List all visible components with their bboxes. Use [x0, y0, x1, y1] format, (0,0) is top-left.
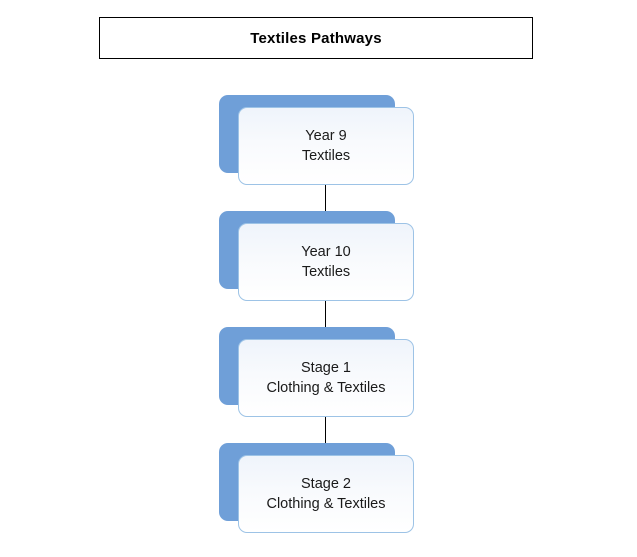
node-label-line2: Textiles — [301, 264, 351, 280]
connector-line-3 — [325, 417, 326, 445]
flow-node-year-10-textiles[interactable]: Year 10 Textiles — [219, 211, 414, 301]
node-card: Stage 2 Clothing & Textiles — [238, 455, 414, 533]
node-label-line1: Stage 1 — [301, 360, 351, 376]
connector-line-2 — [325, 301, 326, 329]
page-title: Textiles Pathways — [250, 29, 382, 47]
node-label-line1: Year 10 — [301, 244, 351, 260]
node-label-line2: Clothing & Textiles — [266, 496, 386, 512]
node-label-line1: Year 9 — [305, 128, 347, 144]
node-card: Stage 1 Clothing & Textiles — [238, 339, 414, 417]
node-label-line2: Textiles — [301, 148, 351, 164]
flow-node-stage-2-clothing-textiles[interactable]: Stage 2 Clothing & Textiles — [219, 443, 414, 533]
connector-line-1 — [325, 185, 326, 213]
diagram-title-box: Textiles Pathways — [99, 17, 533, 59]
flow-node-year-9-textiles[interactable]: Year 9 Textiles — [219, 95, 414, 185]
node-label-line2: Clothing & Textiles — [266, 380, 386, 396]
node-label-line1: Stage 2 — [301, 476, 351, 492]
flow-node-stage-1-clothing-textiles[interactable]: Stage 1 Clothing & Textiles — [219, 327, 414, 417]
node-card: Year 10 Textiles — [238, 223, 414, 301]
node-card: Year 9 Textiles — [238, 107, 414, 185]
